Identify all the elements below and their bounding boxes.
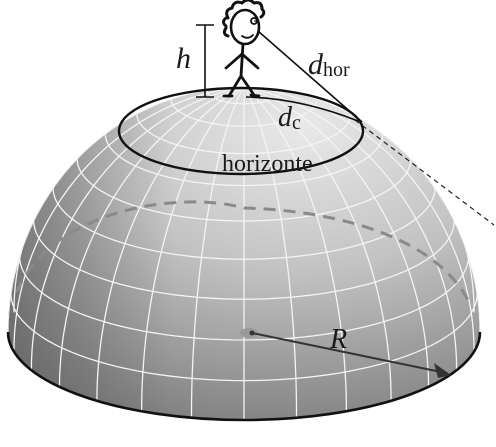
label-R: R [329,324,347,355]
radius-arrowhead [434,363,451,378]
observer-hair-icon [222,0,266,38]
label-d-c-symbol: d [278,102,293,133]
label-d-c: dc [278,102,301,134]
tangent-line-extension [354,119,495,226]
grid-meridian-line [243,87,348,412]
height-bracket [196,24,214,98]
observer-leg-left [227,74,243,98]
horizon-sight-line [257,30,363,123]
observer-mouth [241,34,254,39]
horizon-circle [117,86,365,176]
equator-back-dashed [15,200,470,301]
observer-arm-left [224,52,244,70]
label-d-hor-subscript: hor [323,59,350,81]
observer-head [229,8,261,46]
grid-meridian-line [140,87,245,412]
label-d-hor-symbol: d [308,48,324,81]
grid-meridian-line [13,87,245,352]
center-point [240,328,258,338]
grid-meridian-line [243,87,298,418]
grid-meridian-line [243,87,392,401]
grid-meridian-line [243,87,475,352]
grid-meridian-line [96,87,245,401]
observer-eye [250,17,258,25]
surface-arc-dc [245,96,359,122]
label-h: h [176,42,191,75]
observer-torso [239,42,245,78]
observer-leg-right [239,74,256,97]
observer-arm-right [240,52,260,70]
label-d-c-subscript: c [292,112,301,134]
grid-meridian-line [190,87,245,418]
grid-meridian-line [243,87,430,387]
base-rim [6,331,482,422]
radius-line [251,332,442,373]
label-horizonte: horizonte [222,151,313,177]
observer-figure [222,0,266,98]
grid-meridian-line [243,87,458,371]
label-d-hor: dhor [308,48,350,81]
grid-meridian-line [30,87,245,371]
grid-meridian-line [58,87,245,387]
grid-meridian-line [8,87,245,333]
